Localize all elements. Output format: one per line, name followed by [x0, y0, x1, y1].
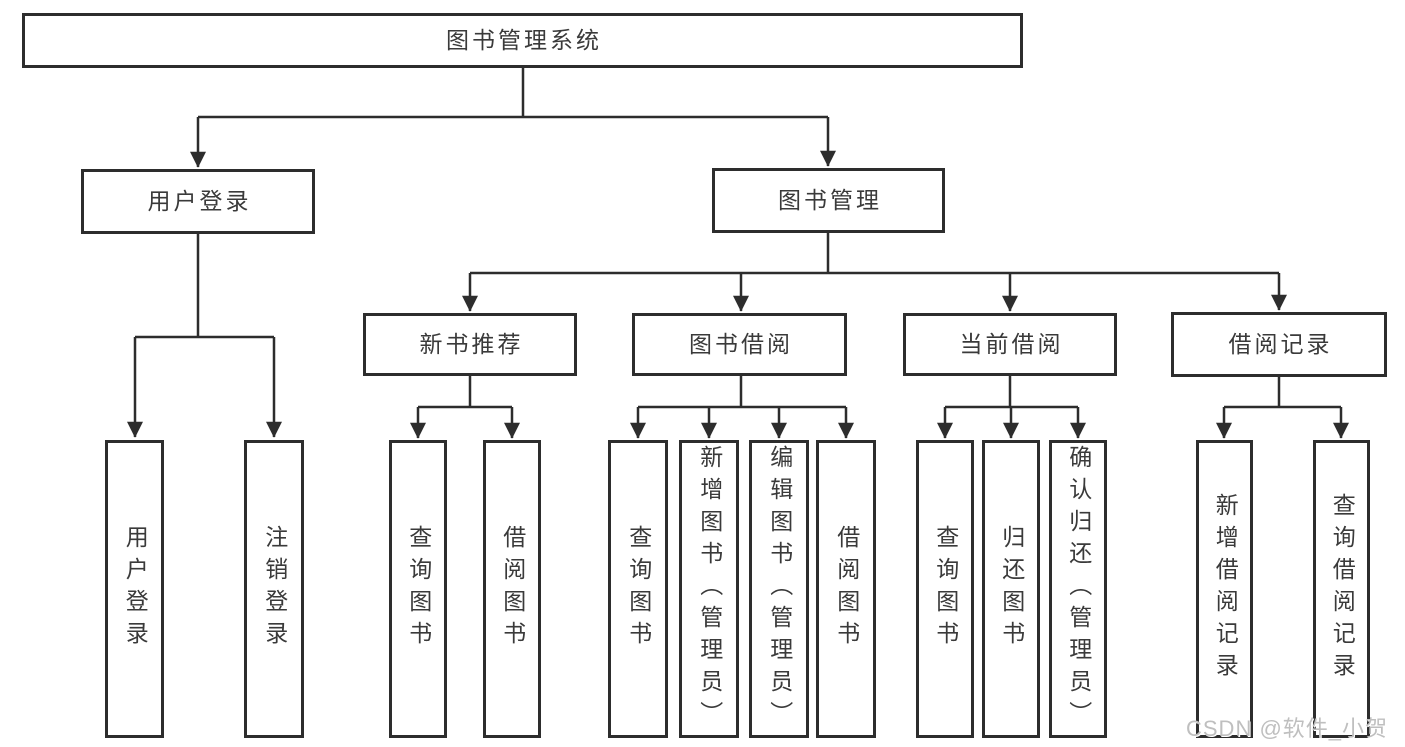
node-book-mgmt: 图书管理 — [712, 168, 945, 233]
node-current-borrow: 当前借阅 — [903, 313, 1117, 376]
connector-book-borrow-children — [629, 376, 855, 439]
node-br-add: 新增借阅记录 — [1196, 440, 1253, 738]
node-book-borrow: 图书借阅 — [632, 313, 847, 376]
node-cb-return: 归还图书 — [982, 440, 1040, 738]
connector-book-mgmt-children — [461, 233, 1288, 312]
node-bb-query: 查询图书 — [608, 440, 668, 738]
node-user-login: 用户登录 — [81, 169, 315, 234]
connector-current-borrow-children — [936, 376, 1087, 439]
node-br-query: 查询借阅记录 — [1313, 440, 1370, 738]
node-bb-edit: 编辑图书（管理员） — [749, 440, 809, 738]
node-cb-query: 查询图书 — [916, 440, 974, 738]
connector-root-to-level1 — [189, 68, 837, 168]
connector-borrow-record-children — [1215, 377, 1350, 439]
node-bb-borrow: 借阅图书 — [816, 440, 876, 738]
node-borrow-record: 借阅记录 — [1171, 312, 1387, 377]
node-nb-query: 查询图书 — [389, 440, 447, 738]
node-new-book: 新书推荐 — [363, 313, 577, 376]
node-nb-borrow: 借阅图书 — [483, 440, 541, 738]
node-ul-login: 用户登录 — [105, 440, 164, 738]
connector-user-login-children — [126, 234, 283, 438]
watermark: CSDN @软件_小贺同学 — [1186, 716, 1389, 741]
node-cb-confirm: 确认归还（管理员） — [1049, 440, 1107, 738]
node-root: 图书管理系统 — [22, 13, 1023, 68]
node-ul-logout: 注销登录 — [244, 440, 304, 738]
connector-new-book-children — [409, 376, 521, 439]
node-bb-add: 新增图书（管理员） — [679, 440, 739, 738]
